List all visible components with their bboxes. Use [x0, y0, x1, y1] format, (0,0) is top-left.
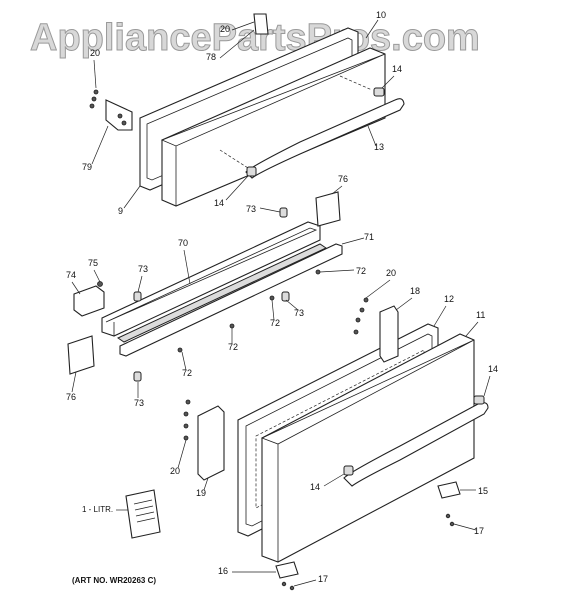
callout-label: 9 — [118, 206, 123, 216]
middle-slide-assembly — [67, 191, 343, 382]
callout-label: 12 — [444, 294, 454, 304]
bolt[interactable] — [281, 291, 290, 302]
callout-label: 72 — [228, 342, 238, 352]
callout-label: 20 — [90, 48, 100, 58]
callout-label: 78 — [206, 52, 216, 62]
callout-label: 11 — [476, 310, 485, 320]
upper-end-cover[interactable] — [315, 191, 341, 227]
handle-end-cap[interactable] — [246, 166, 257, 177]
callout-label: 73 — [294, 308, 304, 318]
manual-label: 1 - LITR. — [82, 505, 113, 514]
callout-label: 20 — [386, 268, 396, 278]
lower-door-panel[interactable] — [261, 333, 475, 563]
callout-label: 14 — [392, 64, 402, 74]
leveling-foot[interactable] — [437, 481, 461, 499]
callout-label: 73 — [246, 204, 256, 214]
top-clip[interactable] — [253, 13, 269, 35]
art-number: (ART NO. WR20263 C) — [72, 576, 156, 585]
callout-label: 17 — [474, 526, 484, 536]
foot-screw[interactable] — [449, 521, 455, 527]
foot-screw[interactable] — [281, 581, 287, 587]
callout-label: 72 — [270, 318, 280, 328]
handle-end-cap[interactable] — [473, 395, 485, 405]
side-bracket[interactable] — [73, 285, 105, 317]
owners-manual: 1 - LITR. — [82, 489, 161, 539]
callout-label: 76 — [338, 174, 348, 184]
lower-drawer-assembly — [183, 297, 489, 591]
rail-channel[interactable] — [116, 243, 328, 343]
screw-set[interactable] — [89, 89, 99, 109]
callout-label: 14 — [310, 482, 320, 492]
callout-label: 17 — [318, 574, 328, 584]
callout-label: 18 — [410, 286, 420, 296]
callout-label: 75 — [88, 258, 98, 268]
foot-screw[interactable] — [289, 585, 295, 591]
bolt[interactable] — [279, 207, 288, 218]
callout-label: 76 — [66, 392, 76, 402]
leader-lines — [71, 19, 491, 587]
slide-rail[interactable] — [101, 221, 321, 337]
bolt[interactable] — [133, 371, 142, 382]
callout-label: 19 — [196, 488, 206, 498]
callout-label: 72 — [356, 266, 366, 276]
bolt[interactable] — [133, 291, 142, 302]
callout-label: 15 — [478, 486, 488, 496]
bracket-screw[interactable] — [97, 281, 103, 287]
upper-door-panel[interactable] — [161, 47, 386, 207]
callout-label: 10 — [376, 10, 386, 20]
screw-set[interactable] — [353, 297, 369, 335]
screw-set[interactable] — [183, 399, 191, 441]
callout-label: 13 — [374, 142, 384, 152]
handle-end-cap[interactable] — [373, 87, 385, 97]
callout-label: 74 — [66, 270, 76, 280]
upper-door-handle[interactable] — [245, 98, 405, 179]
callout-labels: 20 78 10 20 14 79 13 9 14 76 73 71 70 74… — [66, 10, 498, 584]
front-foot[interactable] — [275, 561, 299, 579]
callout-label: 14 — [214, 198, 224, 208]
foot-screw[interactable] — [445, 513, 451, 519]
upper-drawer-assembly — [89, 13, 405, 207]
rail-cover-strip[interactable] — [119, 243, 343, 357]
manual-book[interactable] — [125, 489, 161, 539]
callout-label: 20 — [170, 466, 180, 476]
callout-label: 73 — [134, 398, 144, 408]
lower-door-handle[interactable] — [343, 402, 489, 487]
callout-label: 14 — [488, 364, 498, 374]
callout-label: 70 — [178, 238, 188, 248]
left-hinge-bracket[interactable] — [197, 405, 225, 481]
lower-end-cover[interactable] — [67, 335, 95, 375]
right-hinge-bracket[interactable] — [379, 305, 399, 363]
handle-end-cap[interactable] — [343, 465, 354, 476]
callout-label: 20 — [220, 24, 230, 34]
callout-label: 73 — [138, 264, 148, 274]
callout-label: 79 — [82, 162, 92, 172]
callout-label: 71 — [364, 232, 374, 242]
callout-label: 16 — [218, 566, 228, 576]
callout-label: 72 — [182, 368, 192, 378]
